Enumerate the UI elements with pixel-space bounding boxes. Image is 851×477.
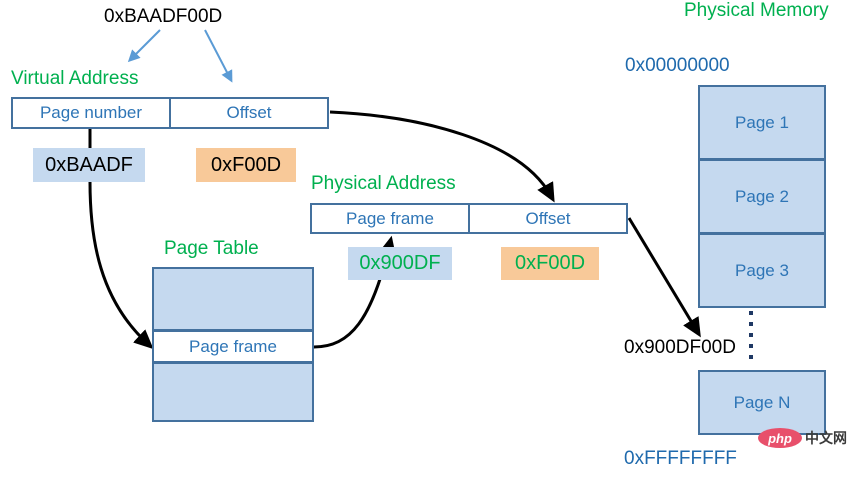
field-label: Page frame: [346, 208, 434, 228]
memory-page-3[interactable]: Page 3: [698, 233, 826, 308]
memory-bottom-address: 0xFFFFFFFF: [624, 448, 737, 469]
memory-top-address: 0x00000000: [625, 55, 730, 76]
page-table-row-selected[interactable]: Page frame: [152, 330, 314, 363]
arrow-physical-address-to-memory: [627, 217, 701, 338]
physical-memory-title: Physical Memory: [684, 0, 829, 21]
page-table-row[interactable]: [152, 267, 314, 331]
php-logo-icon: php: [758, 428, 802, 448]
field-label: Offset: [226, 103, 272, 122]
field-label: Offset: [525, 208, 571, 228]
page-number-value-chip: 0xBAADF: [33, 148, 145, 182]
memory-page-label: Page 2: [735, 186, 789, 206]
memory-page-label: Page 3: [735, 260, 789, 280]
virtual-address-offset-field[interactable]: Offset: [169, 97, 329, 129]
virtual-address-page-number-field[interactable]: Page number: [11, 97, 171, 129]
memory-page-n[interactable]: Page N: [698, 370, 826, 435]
physical-offset-value-chip: 0xF00D: [501, 247, 599, 280]
watermark: php 中文网: [758, 428, 847, 448]
virtual-offset-value-chip: 0xF00D: [196, 148, 296, 182]
memory-page-1[interactable]: Page 1: [698, 85, 826, 160]
arrow-hex-to-offset: [204, 29, 233, 83]
physical-address-offset-field[interactable]: Offset: [468, 203, 628, 234]
physical-address-page-frame-field[interactable]: Page frame: [310, 203, 470, 234]
arrow-hex-to-page-number: [127, 29, 161, 63]
arrow-page-number-to-page-table: [88, 181, 154, 350]
virtual-address-title: Virtual Address: [11, 68, 139, 89]
page-table-title: Page Table: [164, 238, 259, 259]
watermark-text: 中文网: [805, 430, 847, 446]
memory-ellipsis-icon: [748, 311, 754, 359]
source-virtual-address-literal: 0xBAADF00D: [104, 6, 223, 27]
page-table-row[interactable]: [152, 362, 314, 422]
field-label: Page number: [39, 103, 143, 122]
memory-page-label: Page N: [733, 392, 791, 412]
memory-page-label: Page 1: [735, 112, 789, 132]
physical-address-title: Physical Address: [311, 173, 456, 194]
memory-page-2[interactable]: Page 2: [698, 159, 826, 234]
memory-target-address: 0x900DF00D: [624, 337, 736, 358]
page-frame-value-chip: 0x900DF: [348, 247, 452, 280]
page-table-row-label: Page frame: [189, 336, 277, 356]
